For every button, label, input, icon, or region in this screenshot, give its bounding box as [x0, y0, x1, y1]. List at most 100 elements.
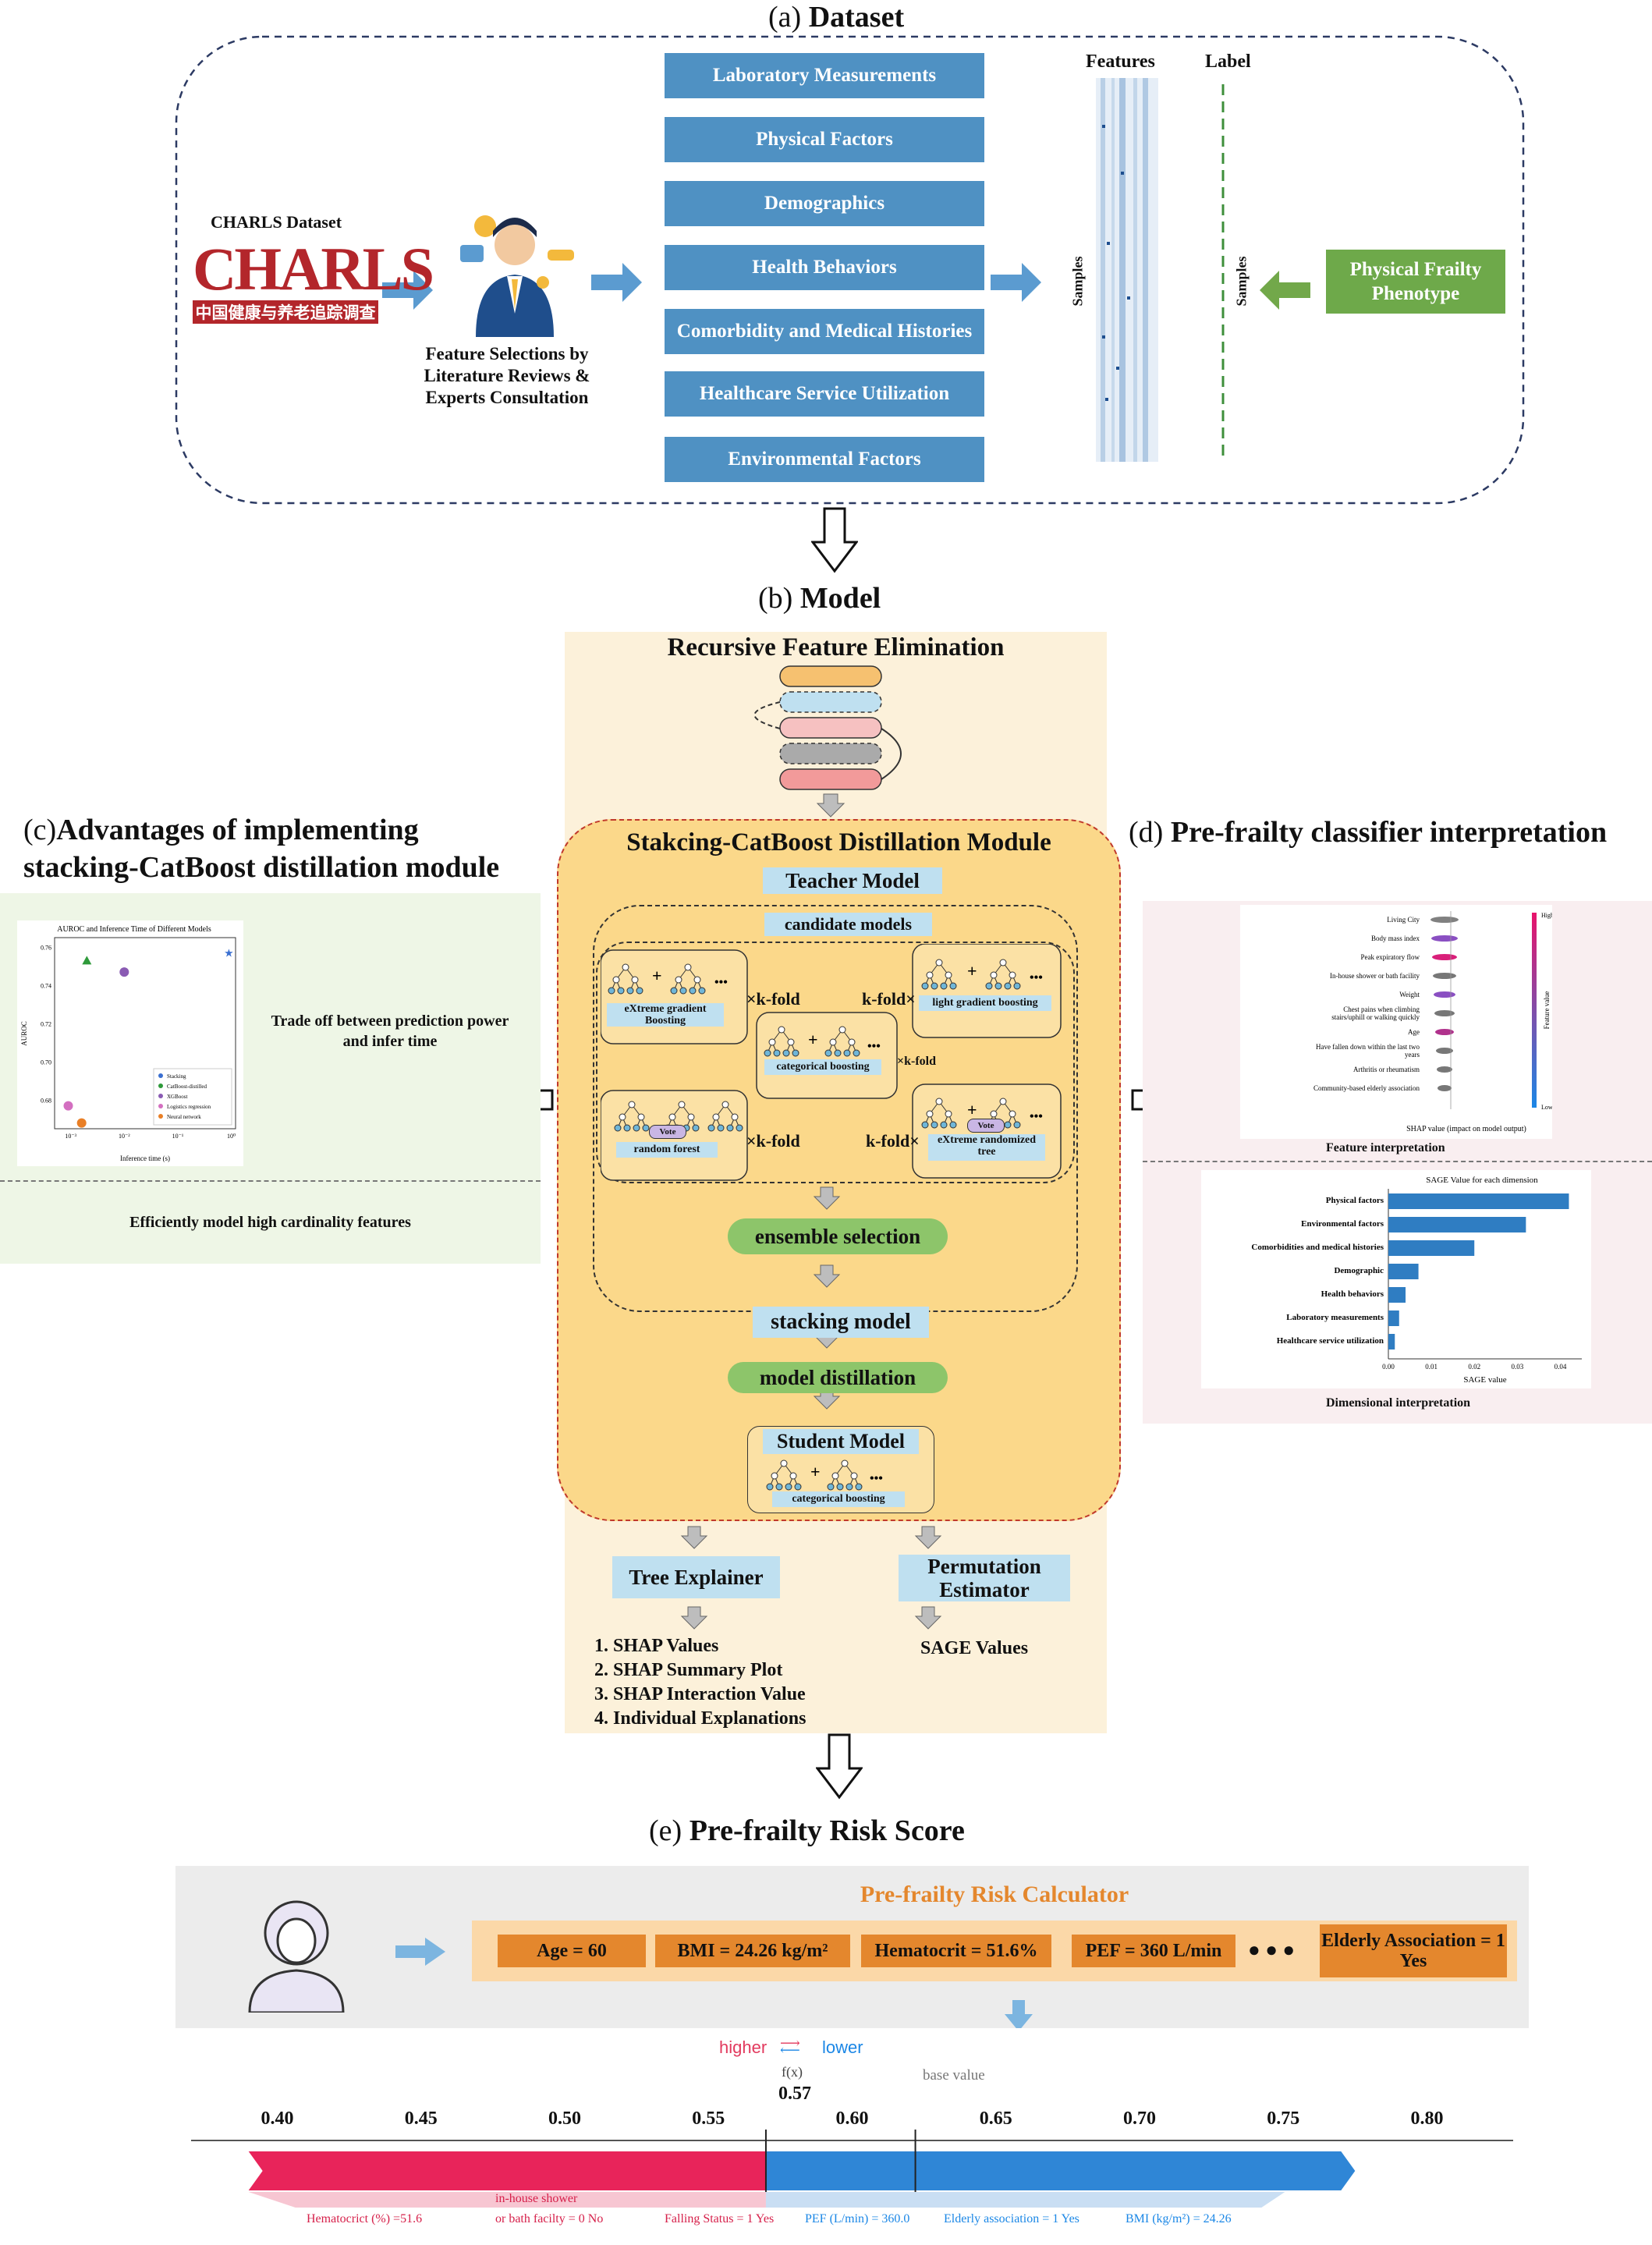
sage-category-label: Physical factors	[1326, 1196, 1384, 1205]
auroc-legend-marker	[158, 1104, 163, 1108]
svg-text:•••: •••	[867, 1040, 881, 1053]
student-model-label: Student Model	[763, 1429, 919, 1454]
samples-label-right: Samples	[1233, 256, 1250, 307]
svg-text:•••: •••	[714, 976, 728, 989]
auroc-point-neural-network	[76, 1118, 87, 1128]
category-demographics: Demographics	[665, 181, 984, 226]
auroc-legend-label: Logistics regression	[167, 1104, 211, 1110]
shap-row-dots	[1433, 973, 1456, 979]
shap-feature-label: Body mass index	[1371, 935, 1420, 942]
auroc-xtick: 10⁻²	[119, 1133, 130, 1140]
force-label-hematocrit: Hematocrict (%) =51.6	[307, 2212, 423, 2225]
category-environmental: Environmental Factors	[665, 437, 984, 482]
shap-feature-label: Have fallen down within the last two	[1316, 1043, 1420, 1051]
force-plot-region	[179, 2028, 1525, 2245]
et-label: eXtreme randomized tree	[928, 1134, 1045, 1161]
shap-row-dots	[1430, 917, 1459, 923]
auroc-point-xgboost	[119, 967, 129, 977]
kfold-lgb: k-fold×	[862, 989, 916, 1009]
student-trees: + •••	[766, 1459, 883, 1491]
auroc-xtick: 10⁻³	[65, 1133, 76, 1140]
sage-output: SAGE Values	[920, 1638, 1029, 1658]
force-axis-tick: 0.50	[548, 2108, 582, 2129]
auroc-legend-label: Neural network	[167, 1114, 201, 1120]
sage-category-label: Laboratory measurements	[1286, 1313, 1384, 1322]
module-title: Stakcing-CatBoost Distillation Module	[626, 828, 1051, 857]
shap-row-dots	[1436, 1048, 1453, 1054]
category-laboratory: Laboratory Measurements	[665, 53, 984, 98]
shap-row-dots	[1438, 1085, 1452, 1091]
svg-text:+: +	[967, 1100, 977, 1119]
advantages-divider	[0, 1180, 541, 1182]
auroc-ytick: 0.68	[41, 1097, 51, 1104]
sage-xtick: 0.02	[1468, 1363, 1480, 1371]
auroc-legend-marker	[158, 1094, 163, 1098]
model-distillation: model distillation	[728, 1362, 948, 1393]
auroc-xtick: 10⁻¹	[172, 1133, 184, 1140]
rfe-title: Recursive Feature Elimination	[667, 633, 1005, 661]
shap-row-dots	[1437, 1066, 1452, 1073]
force-lower-segment	[765, 2151, 1356, 2190]
force-lower-shadow	[765, 2192, 1285, 2208]
auroc-chart: AUROC and Inference Time of Different Mo…	[17, 920, 243, 1166]
sage-bar	[1388, 1287, 1406, 1303]
auroc-ytick: 0.76	[41, 944, 51, 951]
auroc-legend-marker	[158, 1083, 163, 1088]
force-axis-tick: 0.75	[1267, 2108, 1300, 2129]
higher-lower-arrows: ⟶⟵	[780, 2035, 800, 2058]
shap-row-dots	[1432, 954, 1457, 960]
category-healthcare: Healthcare Service Utilization	[665, 371, 984, 417]
auroc-point-logistics-regression	[63, 1101, 73, 1111]
shap-feature-label: stairs/uphill or walking quickly	[1331, 1013, 1420, 1021]
force-axis-tick: 0.55	[692, 2108, 725, 2129]
auroc-ytick: 0.70	[41, 1059, 51, 1066]
features-header: Features	[1086, 51, 1155, 72]
svg-text:•••: •••	[1030, 971, 1043, 984]
shap-feature-label: Age	[1408, 1028, 1420, 1036]
cat-label: categorical boosting	[764, 1059, 881, 1075]
rfe-diagram	[753, 665, 902, 817]
shap-row-dots	[1434, 1010, 1455, 1016]
sage-xtick: 0.03	[1511, 1363, 1523, 1371]
feature-selection-caption: Feature Selections by Literature Reviews…	[424, 344, 590, 407]
force-higher-segment	[248, 2151, 766, 2190]
sage-bar	[1388, 1334, 1395, 1349]
shap-feature-label: Peak expiratory flow	[1361, 953, 1420, 961]
sage-title: SAGE Value for each dimension	[1426, 1176, 1538, 1185]
shap-feature-label: Chest pains when climbing	[1343, 1005, 1420, 1013]
calculator-title: Pre-frailty Risk Calculator	[860, 1881, 1129, 1907]
force-axis-tick: 0.60	[835, 2108, 869, 2129]
charls-caption: CHARLS Dataset	[211, 212, 342, 232]
force-label-bmi: BMI (kg/m²) = 24.26	[1126, 2212, 1232, 2225]
auroc-legend-label: XGBoost	[167, 1094, 188, 1100]
svg-text:+: +	[810, 1462, 821, 1481]
ensemble-selection: ensemble selection	[728, 1218, 948, 1254]
force-label-pef: PEF (L/min) = 360.0	[805, 2212, 910, 2225]
higher-label: higher	[719, 2038, 768, 2057]
student-base-label: categorical boosting	[772, 1491, 905, 1507]
expert-illustration-icon	[460, 215, 574, 337]
rf-vote: Vote	[649, 1125, 686, 1139]
dimension-caption: Dimensional interpretation	[1326, 1396, 1471, 1410]
auroc-legend-label: CatBoost-distilled	[167, 1083, 207, 1090]
force-label-falling: Falling Status = 1 Yes	[665, 2212, 775, 2225]
section-c-title: (c)Advantages of implementing stacking-C…	[23, 814, 500, 884]
down-arrow-b-e	[816, 1733, 863, 1800]
auroc-ytick: 0.74	[41, 982, 51, 989]
tree-outputs: 1. SHAP Values 2. SHAP Summary Plot 3. S…	[594, 1636, 807, 1729]
input-hematocrit: Hematocrit = 51.6%	[861, 1935, 1051, 1967]
section-b-title: (b) Model	[758, 582, 881, 615]
feature-caption: Feature interpretation	[1326, 1141, 1445, 1154]
force-label-shower-2: or bath facilty = 0 No	[495, 2212, 604, 2225]
shap-feature-label: Arthritis or rheumatism	[1353, 1066, 1420, 1073]
sage-category-label: Demographic	[1334, 1266, 1384, 1275]
section-a-title: (a) Dataset	[768, 1, 905, 34]
sage-xtick: 0.04	[1555, 1363, 1567, 1371]
stacking-model-label: stacking model	[753, 1307, 929, 1338]
input-age: Age = 60	[498, 1935, 646, 1967]
label-column	[1221, 84, 1225, 459]
auroc-ylabel: AUROC	[20, 1021, 28, 1046]
input-pef: PEF = 360 L/min	[1072, 1935, 1235, 1967]
sage-xtick: 0.01	[1425, 1363, 1438, 1371]
